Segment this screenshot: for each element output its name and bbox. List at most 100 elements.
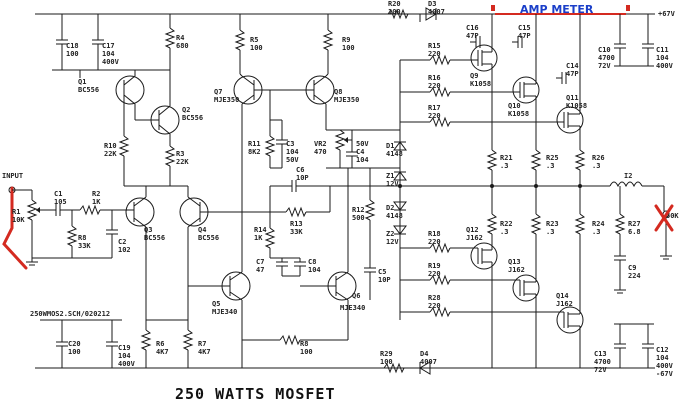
r20-resistor: R20 100 xyxy=(387,0,409,20)
q4-transistor: Q4 BC556 xyxy=(179,186,240,320)
c11-ref: C11 xyxy=(656,46,669,54)
q1-transistor: Q1 BC556 xyxy=(78,69,170,105)
r28-value: 220 xyxy=(428,302,441,310)
c19-value: 104 xyxy=(118,352,131,360)
c17-voltage: 400V xyxy=(102,58,120,66)
r25-ref: R25 xyxy=(546,154,559,162)
q4-ref: Q4 xyxy=(198,226,206,234)
c19-capacitor: C19 104 400V xyxy=(106,320,136,368)
c3-voltage: 50V xyxy=(286,156,299,164)
d2-ref: D2 xyxy=(386,204,394,212)
c17-value: 104 xyxy=(102,50,115,58)
file-reference: 250WMOS2.SCH/020212 xyxy=(30,310,110,318)
q1-part: BC556 xyxy=(78,86,99,94)
c10-voltage: 72V xyxy=(598,62,611,70)
c15-ref: C15 xyxy=(518,24,531,32)
q8-transistor: Q8 MJE350 xyxy=(254,73,359,130)
c7-ref: C7 xyxy=(256,258,264,266)
c2-ref: C2 xyxy=(118,238,126,246)
speaker-value: 50K xyxy=(666,212,679,220)
q10-part: K1058 xyxy=(508,110,529,118)
q12-part: J162 xyxy=(466,234,483,242)
c3-value: 104 xyxy=(286,148,299,156)
r5-resistor: R5 100 xyxy=(234,14,263,74)
c17-ref: C17 xyxy=(102,42,115,50)
r30-resistor: R8 100 xyxy=(241,334,348,368)
vr2-ref: VR2 xyxy=(314,140,327,148)
red-x-mark xyxy=(654,204,674,232)
r30-value: 100 xyxy=(300,348,313,356)
c14-capacitor: C14 47P xyxy=(556,62,579,84)
c18-capacitor: C18 100 xyxy=(56,14,79,70)
r29-value: 100 xyxy=(380,358,393,366)
q14-ref: Q14 xyxy=(556,292,569,300)
r14-value: 1K xyxy=(254,234,263,242)
r4-ref: R4 xyxy=(176,34,184,42)
c10-value: 4700 xyxy=(598,54,615,62)
q13-part: J162 xyxy=(508,266,525,274)
c17-capacitor: C17 104 400V xyxy=(92,14,120,70)
r21-value: .3 xyxy=(500,162,508,170)
r12-resistor: R12 500 xyxy=(352,168,376,256)
c9-value: 224 xyxy=(628,272,641,280)
r26-ref: R26 xyxy=(592,154,605,162)
q8-part: MJE350 xyxy=(334,96,359,104)
r7-resistor: R7 4K7 xyxy=(182,320,211,368)
q14-mosfet: Q14 J162 xyxy=(556,292,584,368)
input-label: INPUT xyxy=(2,172,23,180)
r28-ref: R28 xyxy=(428,294,441,302)
c10-capacitor: C10 4700 72V xyxy=(598,14,626,70)
r27-resistor: R27 6.8 xyxy=(614,186,641,256)
c14-ref: C14 xyxy=(566,62,579,70)
r23-value: .3 xyxy=(546,228,554,236)
r12-value: 500 xyxy=(352,214,365,222)
r11-resistor: R11 8K2 xyxy=(248,90,276,168)
r13-resistor: R13 33K xyxy=(270,186,331,236)
q5-part: MJE340 xyxy=(212,308,237,316)
d1-ref: D1 xyxy=(386,142,394,150)
r6-ref: R6 xyxy=(156,340,164,348)
r11-ref: R11 xyxy=(248,140,261,148)
positive-rail-label: +67V xyxy=(658,10,676,18)
c16-value: 47P xyxy=(466,32,479,40)
r10-ref: R10 xyxy=(104,142,117,150)
r22-value: .3 xyxy=(500,228,508,236)
r13-value: 33K xyxy=(290,228,303,236)
r15-ref: R15 xyxy=(428,42,441,50)
c3-ref: C3 xyxy=(286,140,294,148)
r4-value: 680 xyxy=(176,42,189,50)
source-resistors-n: R21 .3 R25 .3 R26 .3 xyxy=(486,149,605,186)
r27-ref: R27 xyxy=(628,220,641,228)
c13-voltage: 72V xyxy=(594,366,607,374)
q5-ref: Q5 xyxy=(212,300,220,308)
c12-ref: C12 xyxy=(656,346,669,354)
q11-part: K1058 xyxy=(566,102,587,110)
c5-ref: C5 xyxy=(378,268,386,276)
d3-diode: D3 4007 xyxy=(425,0,445,21)
r18-ref: R18 xyxy=(428,230,441,238)
r19-value: 220 xyxy=(428,270,441,278)
z1-zener: Z1 12V xyxy=(386,171,407,188)
q3-part: BC556 xyxy=(144,234,165,242)
z2-zener: Z2 12V xyxy=(386,225,407,246)
vr2-value: 470 xyxy=(314,148,327,156)
r3-resistor: R3 22K xyxy=(164,134,189,186)
q10-mosfet: Q10 K1058 xyxy=(508,14,540,150)
c3-capacitor: C3 104 50V xyxy=(270,119,299,169)
r16-ref: R16 xyxy=(428,74,441,82)
r3-ref: R3 xyxy=(176,150,184,158)
d3-ref: D3 xyxy=(428,0,436,8)
r21-ref: R21 xyxy=(500,154,513,162)
r24-value: .3 xyxy=(592,228,600,236)
c11-capacitor: C11 104 400V xyxy=(642,14,674,70)
c20-capacitor: C20 100 xyxy=(56,320,81,368)
r7-ref: R7 xyxy=(198,340,206,348)
ground-input xyxy=(26,258,38,266)
r22-ref: R22 xyxy=(500,220,513,228)
r18-value: 220 xyxy=(428,238,441,246)
q3-ref: Q3 xyxy=(144,226,152,234)
r11-value: 8K2 xyxy=(248,148,261,156)
c4-ref: C4 xyxy=(356,148,364,156)
vr2-trimmer: VR2 470 xyxy=(314,129,352,162)
